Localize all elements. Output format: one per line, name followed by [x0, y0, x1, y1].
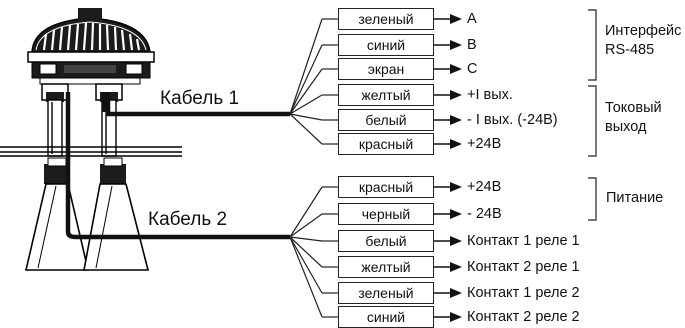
cable2-wire-6-signal: Контакт 2 реле 2	[467, 309, 580, 325]
cable1-arrow-head-3	[450, 64, 462, 74]
cable2-arrow-head-6	[450, 312, 462, 322]
cable2-arrow-head-1	[450, 182, 462, 192]
cable1-wire-6-signal: +24В	[467, 136, 502, 152]
cable2-arrow-head-2	[450, 209, 462, 219]
cable-1-line	[105, 92, 290, 117]
cable1-arrow-head-4	[450, 90, 462, 100]
cable2-wire-2-color: черный	[338, 203, 434, 225]
cable-2-label: Кабель 2	[148, 209, 228, 230]
antenna-necks	[44, 157, 126, 184]
cable1-fan-line-3	[289, 68, 323, 115]
cable1-fan-line-6	[289, 113, 323, 145]
cable1-wire-3-signal: C	[467, 61, 478, 77]
cable2-arrow-head-4	[450, 262, 462, 272]
cable2-wire-3-color: белый	[338, 230, 434, 252]
power-bracket	[588, 177, 597, 221]
cable2-wire-6-color: синий	[338, 306, 434, 328]
current-label-line-2: выход	[605, 119, 647, 135]
cable2-fan-line-1	[289, 186, 323, 238]
cable1-arrow-head-1	[450, 14, 462, 24]
power-group-label: Питание	[606, 190, 664, 206]
cable1-wire-1-color: зеленый	[338, 8, 434, 30]
cable1-arrow-head-6	[450, 139, 462, 149]
cable1-wire-4-color: желтый	[338, 84, 434, 106]
cable2-wire-3-signal: Контакт 1 реле 1	[467, 233, 580, 249]
rs485-group-label: Интерфейс RS-485	[605, 22, 681, 60]
cable2-wire-5-signal: Контакт 1 реле 2	[467, 285, 580, 301]
rs485-label-line-2: RS-485	[605, 42, 655, 58]
cable1-wire-6-color: красный	[338, 133, 434, 155]
sensor-housing	[27, 51, 155, 85]
cable2-fan-line-2	[289, 213, 323, 238]
cable1-wire-5-signal: - I вых. (-24В)	[467, 112, 558, 128]
mounting-flange	[0, 146, 182, 157]
cable2-arrow-head-3	[450, 236, 462, 246]
current-output-group-label: Токовый выход	[605, 99, 662, 137]
cable-1-label: Кабель 1	[160, 88, 240, 109]
cable2-fan-line-5	[289, 236, 323, 294]
cable2-wire-4-signal: Контакт 2 реле 1	[467, 259, 580, 275]
current-output-bracket	[588, 85, 597, 157]
current-label-line-1: Токовый	[605, 100, 662, 116]
cable1-wire-2-signal: B	[467, 37, 477, 53]
rs485-label-line-1: Интерфейс	[605, 23, 682, 39]
cable1-wire-4-signal: +I вых.	[467, 87, 513, 103]
cable1-fan-line-1	[289, 18, 323, 115]
cable2-arrow-head-5	[450, 288, 462, 298]
cable2-wire-2-signal: - 24В	[467, 206, 502, 222]
cable2-wire-1-signal: +24В	[467, 179, 502, 195]
horn-antennas	[24, 183, 150, 271]
cable2-wire-1-color: красный	[338, 176, 434, 198]
cable1-arrow-head-5	[450, 115, 462, 125]
cable1-arrow-head-2	[450, 40, 462, 50]
cable2-fan-line-3	[289, 236, 323, 242]
cable-2-line	[65, 92, 290, 240]
cable1-fan-line-4	[289, 94, 323, 115]
cable1-fan-line-5	[289, 113, 323, 121]
cable1-fan-line-2	[289, 44, 323, 115]
cable2-fan-line-4	[289, 236, 323, 268]
cable2-wire-4-color: желтый	[338, 256, 434, 278]
cable1-wire-2-color: синий	[338, 34, 434, 56]
cable2-wire-5-color: зеленый	[338, 282, 434, 304]
rs485-bracket	[588, 9, 597, 81]
cable1-wire-3-color: экран	[338, 58, 434, 80]
sensor-dome	[31, 8, 151, 53]
cable1-wire-1-signal: A	[467, 11, 477, 27]
cable2-fan-line-6	[289, 236, 323, 318]
cable1-wire-5-color: белый	[338, 109, 434, 131]
